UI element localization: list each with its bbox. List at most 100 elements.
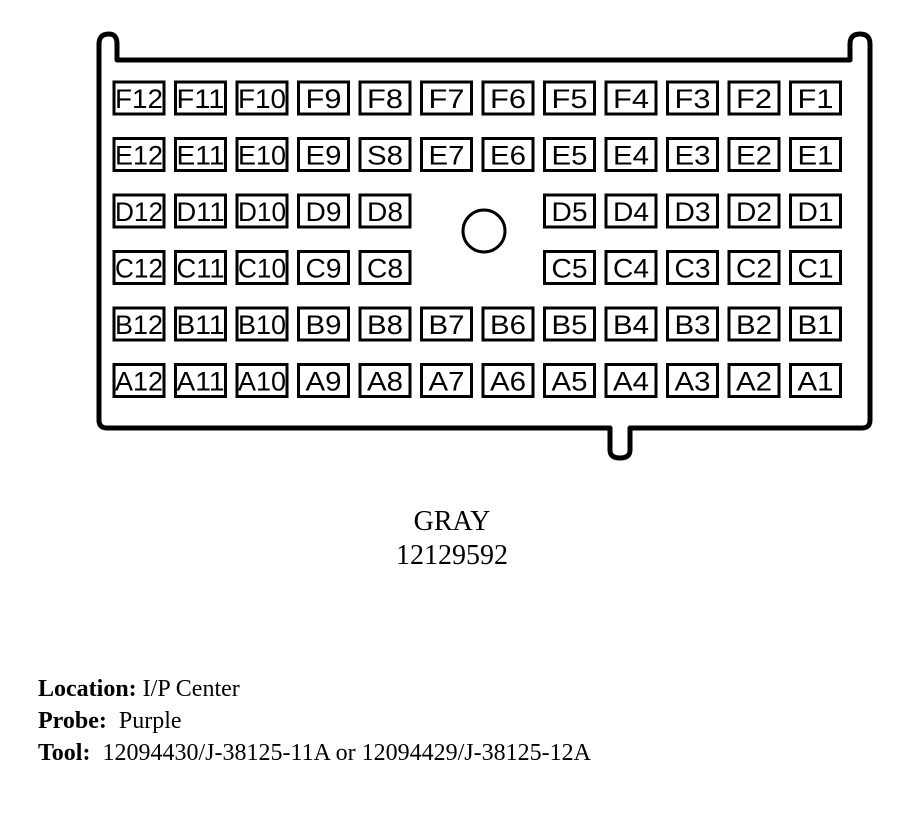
pin-label: C4 xyxy=(613,254,649,284)
pin-box xyxy=(174,80,227,116)
pin-f10: F10 xyxy=(235,80,289,116)
pin-label: C10 xyxy=(238,254,286,284)
pin-label: A2 xyxy=(736,367,772,397)
pin-box xyxy=(666,137,719,172)
pin-d3: D3 xyxy=(666,193,719,229)
pin-label: A6 xyxy=(490,367,526,397)
pin-label: B11 xyxy=(177,310,225,340)
pin-a8: A8 xyxy=(358,363,412,398)
pin-box xyxy=(358,137,412,172)
pin-b4: B4 xyxy=(604,306,658,342)
pin-box xyxy=(727,306,781,342)
pin-c8: C8 xyxy=(358,250,412,285)
pin-e7: E7 xyxy=(420,137,473,172)
pin-box xyxy=(727,250,781,285)
location-value: I/P Center xyxy=(142,676,240,702)
pin-box xyxy=(543,137,596,172)
pin-box xyxy=(358,193,412,229)
pin-box xyxy=(666,306,719,342)
pin-label: E1 xyxy=(798,141,834,171)
pin-label: E10 xyxy=(238,141,286,171)
pin-label: F2 xyxy=(736,84,772,114)
pin-label: D9 xyxy=(306,197,342,227)
pin-c10: C10 xyxy=(235,250,289,285)
pin-label: F7 xyxy=(429,84,465,114)
pin-label: S8 xyxy=(367,141,403,171)
pin-box xyxy=(666,193,719,229)
pin-f5: F5 xyxy=(543,80,596,116)
pin-box xyxy=(297,137,350,172)
pin-box xyxy=(789,137,842,172)
pin-box xyxy=(358,250,412,285)
pin-box xyxy=(481,137,535,172)
pin-a12: A12 xyxy=(112,363,166,398)
pin-label: B3 xyxy=(675,310,711,340)
pin-d5: D5 xyxy=(543,193,596,229)
pin-box xyxy=(112,193,166,229)
pin-box xyxy=(727,137,781,172)
connector-part-number: 12129592 xyxy=(396,540,508,571)
pin-c11: C11 xyxy=(174,250,227,285)
pin-box xyxy=(358,80,412,116)
pin-box xyxy=(481,80,535,116)
pin-a6: A6 xyxy=(481,363,535,398)
pin-e1: E1 xyxy=(789,137,842,172)
pin-label: D11 xyxy=(177,197,225,227)
pin-b7: B7 xyxy=(420,306,473,342)
pin-a11: A11 xyxy=(174,363,227,398)
pin-a4: A4 xyxy=(604,363,658,398)
pin-label: B12 xyxy=(115,310,163,340)
pin-label: F5 xyxy=(552,84,588,114)
pin-f6: F6 xyxy=(481,80,535,116)
pin-f7: F7 xyxy=(420,80,473,116)
pin-box xyxy=(420,80,473,116)
pin-f11: F11 xyxy=(174,80,227,116)
pin-label: F6 xyxy=(490,84,526,114)
pin-e5: E5 xyxy=(543,137,596,172)
pin-c2: C2 xyxy=(727,250,781,285)
pin-label: C9 xyxy=(306,254,342,284)
pin-a10: A10 xyxy=(235,363,289,398)
pin-label: C8 xyxy=(367,254,403,284)
pin-e9: E9 xyxy=(297,137,350,172)
center-hole xyxy=(461,208,507,254)
pin-box xyxy=(297,306,350,342)
pin-box xyxy=(112,250,166,285)
connector-color-label: GRAY xyxy=(413,506,491,537)
pin-a5: A5 xyxy=(543,363,596,398)
pin-label: B9 xyxy=(306,310,342,340)
pin-box xyxy=(358,306,412,342)
pin-label: E11 xyxy=(177,141,225,171)
tool-value: 12094430/J-38125-11A or 12094429/J-38125… xyxy=(102,740,591,766)
pin-box xyxy=(789,250,842,285)
pin-e12: E12 xyxy=(112,137,166,172)
pin-box xyxy=(666,80,719,116)
pin-d4: D4 xyxy=(604,193,658,229)
pin-box xyxy=(297,80,350,116)
probe-line: Probe: Purple xyxy=(38,708,182,735)
pin-label: F1 xyxy=(798,84,834,114)
location-line: Location: I/P Center xyxy=(38,676,240,703)
pin-label: F11 xyxy=(177,84,225,114)
pin-f4: F4 xyxy=(604,80,658,116)
pin-box xyxy=(604,306,658,342)
tool-line: Tool: 12094430/J-38125-11A or 12094429/J… xyxy=(38,740,591,767)
pin-a1: A1 xyxy=(789,363,842,398)
pin-label: E7 xyxy=(429,141,465,171)
pin-box xyxy=(543,363,596,398)
pin-box xyxy=(666,250,719,285)
pin-label: E12 xyxy=(115,141,163,171)
pin-b3: B3 xyxy=(666,306,719,342)
location-label: Location: xyxy=(38,676,137,702)
pin-label: A11 xyxy=(177,367,225,397)
pin-box xyxy=(604,80,658,116)
pin-label: F4 xyxy=(613,84,649,114)
pin-b1: B1 xyxy=(789,306,842,342)
pin-label: E9 xyxy=(306,141,342,171)
probe-value: Purple xyxy=(118,708,182,734)
pin-label: D3 xyxy=(675,197,711,227)
pin-label: A9 xyxy=(306,367,342,397)
pin-b8: B8 xyxy=(358,306,412,342)
pin-label: A3 xyxy=(675,367,711,397)
